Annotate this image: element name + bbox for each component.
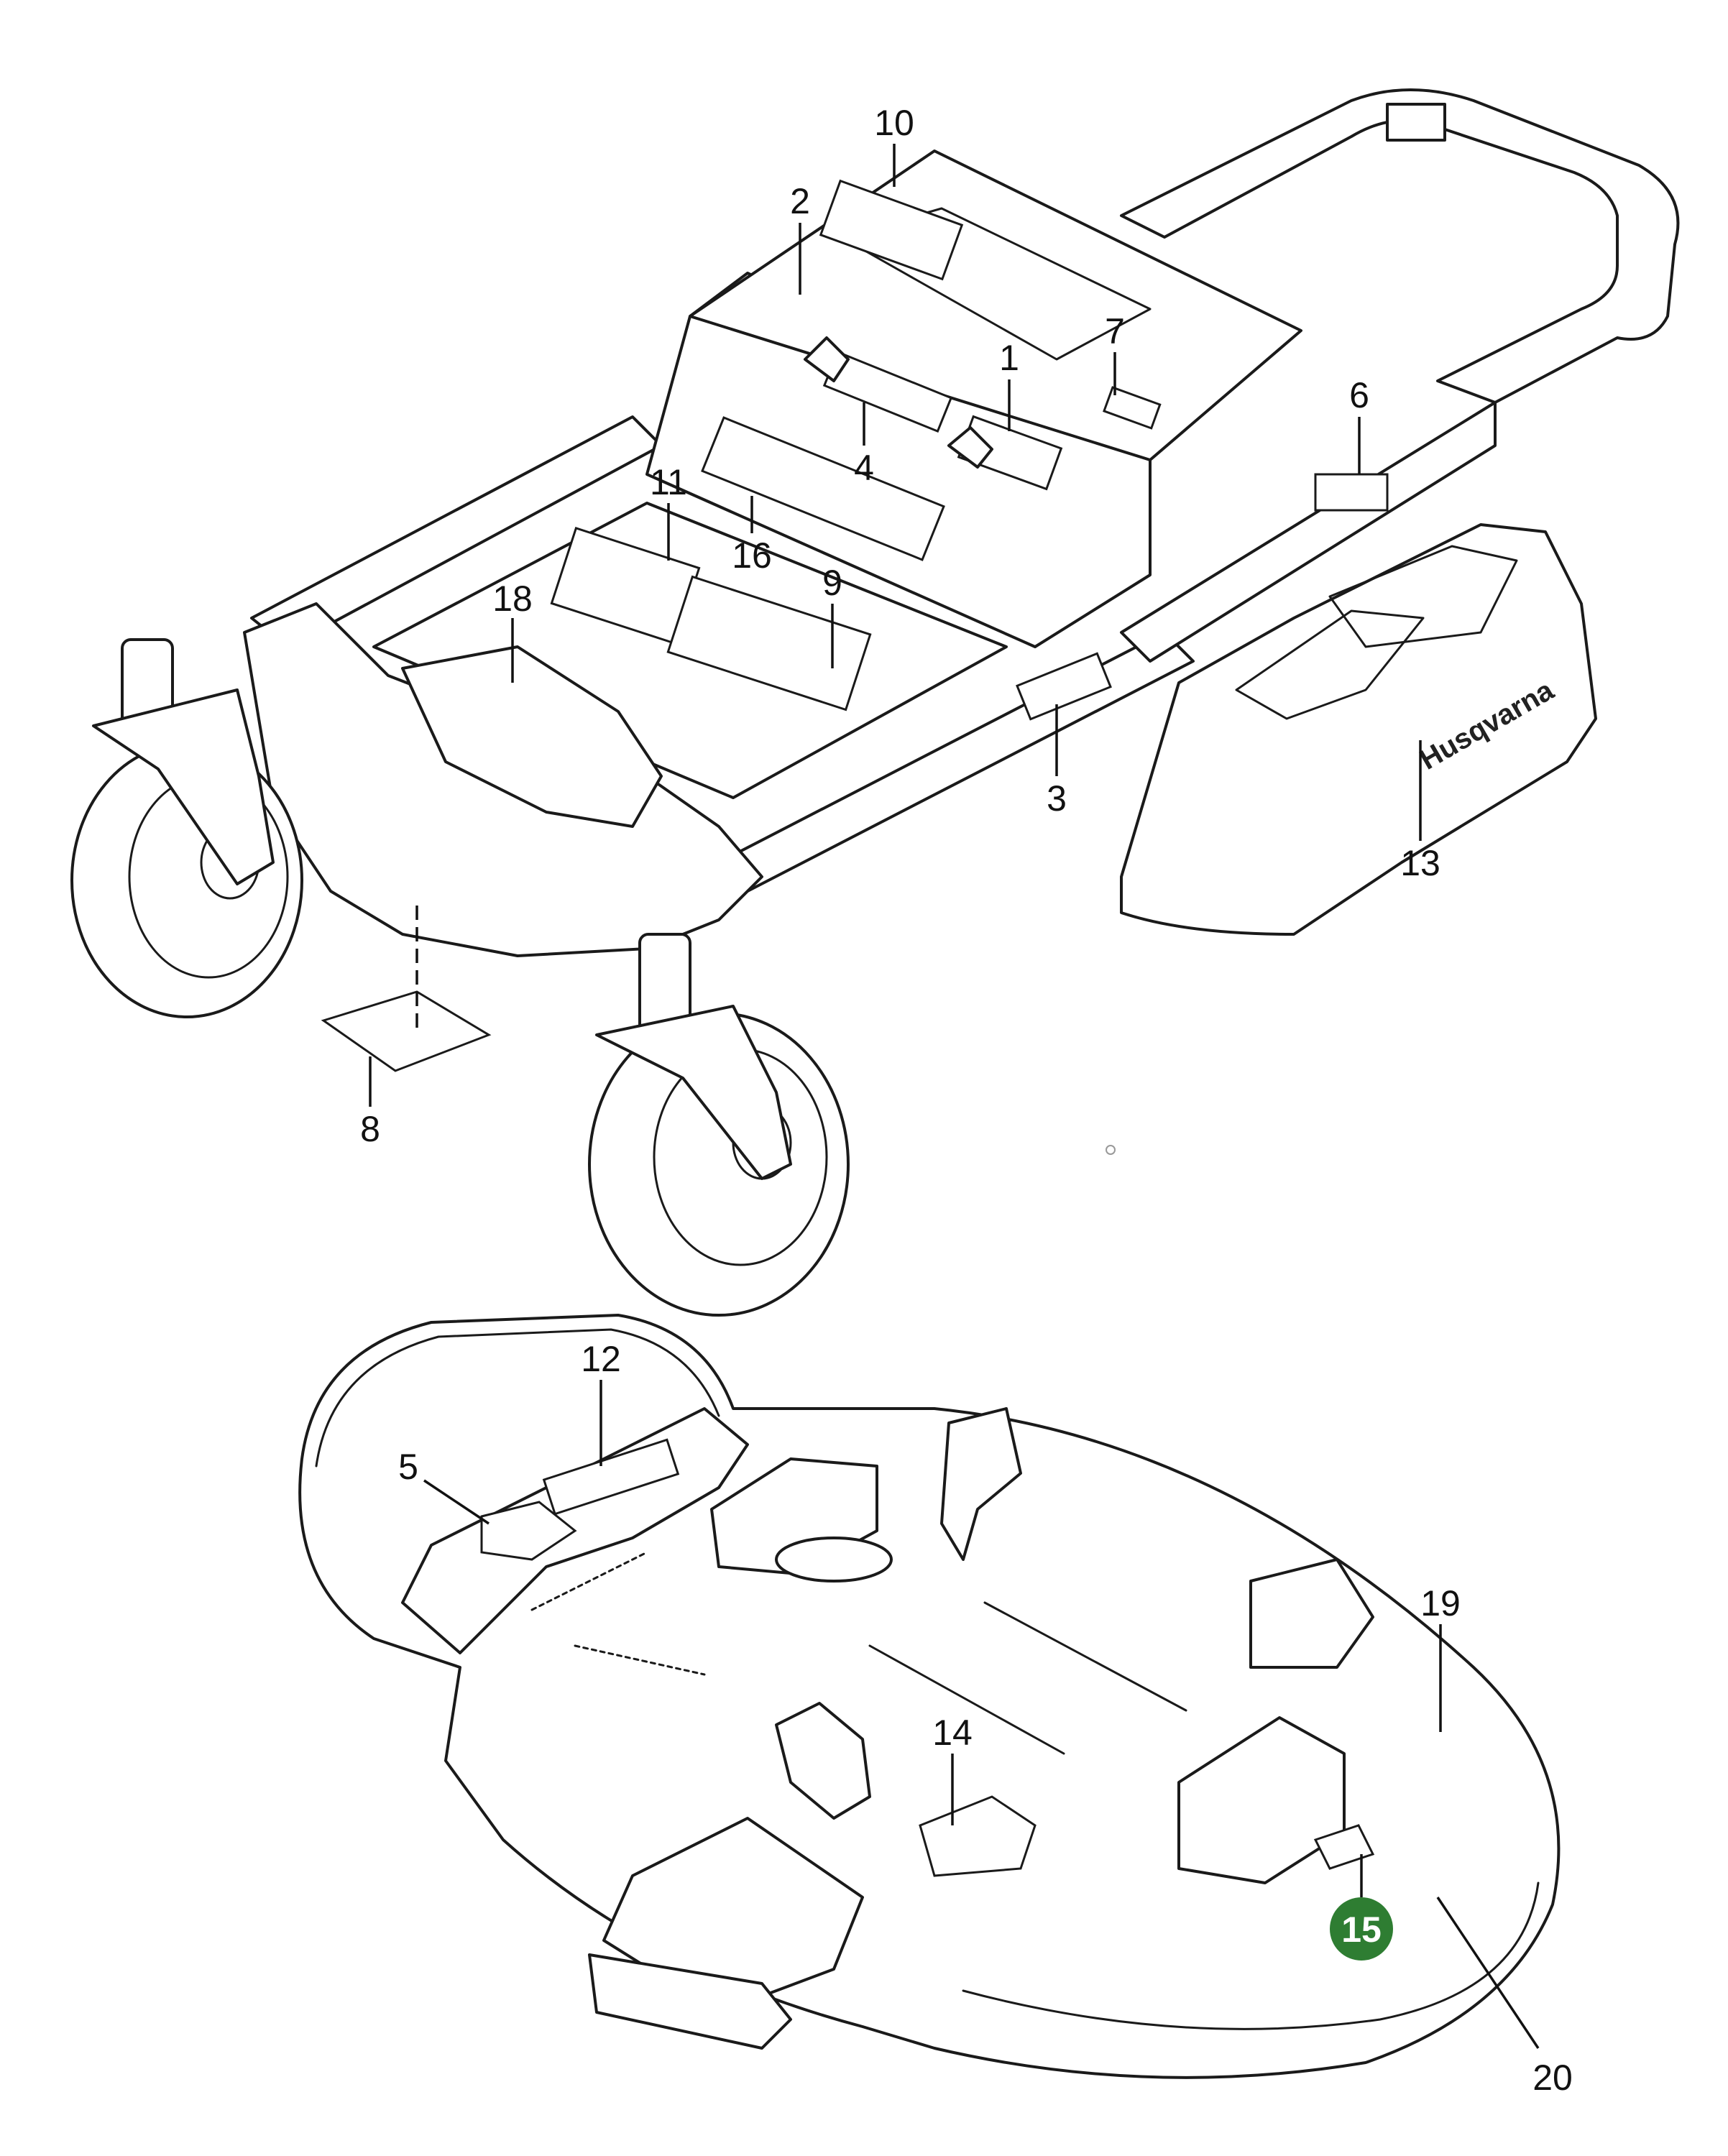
callout-14: 14 (932, 1713, 973, 1753)
footrest-pan (401, 645, 663, 828)
decal-6 (1314, 473, 1389, 512)
callout-labels: 10 2 1 7 4 6 11 16 9 18 3 13 8 12 5 14 1… (360, 103, 1573, 2098)
pulley (775, 1537, 893, 1583)
callout-7: 7 (1105, 311, 1125, 351)
hood-vent-1 (1235, 609, 1425, 720)
callout-20: 20 (1532, 2058, 1573, 2098)
callout-6: 6 (1349, 375, 1369, 415)
left-caster-wheel (70, 638, 303, 1018)
callout-2: 2 (790, 181, 810, 221)
mower-chassis: Husqvarna (70, 88, 1680, 1317)
handle-grip (1386, 103, 1446, 142)
rear-hood-cover (1120, 523, 1597, 936)
decal-12 (542, 1438, 680, 1516)
deck-shell (298, 1314, 1561, 2079)
leader-20 (1436, 1897, 1540, 2049)
decal-16 (701, 416, 945, 561)
stray-dot (1106, 1145, 1116, 1155)
front-roller (588, 1953, 792, 2050)
right-caster-wheel (588, 933, 850, 1317)
deck-rim (962, 1881, 1540, 2030)
leader-lines (369, 144, 1540, 2049)
rear-bracket (940, 1407, 1022, 1561)
decal-5 (480, 1501, 577, 1561)
front-bracket (775, 1702, 871, 1820)
hood-vent-2 (1328, 545, 1518, 648)
callout-18: 18 (492, 579, 533, 619)
mower-deck (298, 1314, 1561, 2079)
decal-8 (321, 990, 492, 1072)
callout-5: 5 (398, 1447, 418, 1487)
callout-12: 12 (581, 1339, 621, 1379)
leader-5 (423, 1479, 490, 1525)
decal-9 (666, 575, 872, 711)
callout-8: 8 (360, 1109, 380, 1149)
callout-9: 9 (822, 563, 842, 603)
callout-15: 15 (1341, 1909, 1382, 1950)
deck-guard-inner (315, 1328, 720, 1468)
left-control-lever (804, 336, 850, 382)
decal-3 (1016, 652, 1112, 721)
control-console (645, 272, 1152, 648)
tension-spring (530, 1551, 648, 1611)
decal-15 (1313, 1824, 1375, 1870)
callout-10: 10 (874, 103, 914, 143)
decal-10 (819, 179, 964, 281)
callout-1: 1 (999, 338, 1019, 378)
callout-19: 19 (1420, 1583, 1461, 1623)
callout-13: 13 (1400, 843, 1440, 883)
lower-spring (574, 1644, 706, 1676)
callout-4: 4 (854, 448, 874, 488)
slot-1 (868, 1644, 1065, 1755)
callout-11: 11 (650, 462, 687, 502)
right-control-lever (947, 426, 993, 469)
decal-7 (1103, 386, 1162, 430)
slot-2 (983, 1601, 1187, 1712)
highlight-badge (1330, 1897, 1393, 1961)
decal-14 (919, 1795, 1037, 1877)
right-bracket (1249, 1558, 1374, 1669)
callout-15-highlight[interactable]: 15 (1330, 1897, 1393, 1961)
callout-3: 3 (1047, 778, 1067, 819)
callout-16: 16 (732, 535, 772, 576)
